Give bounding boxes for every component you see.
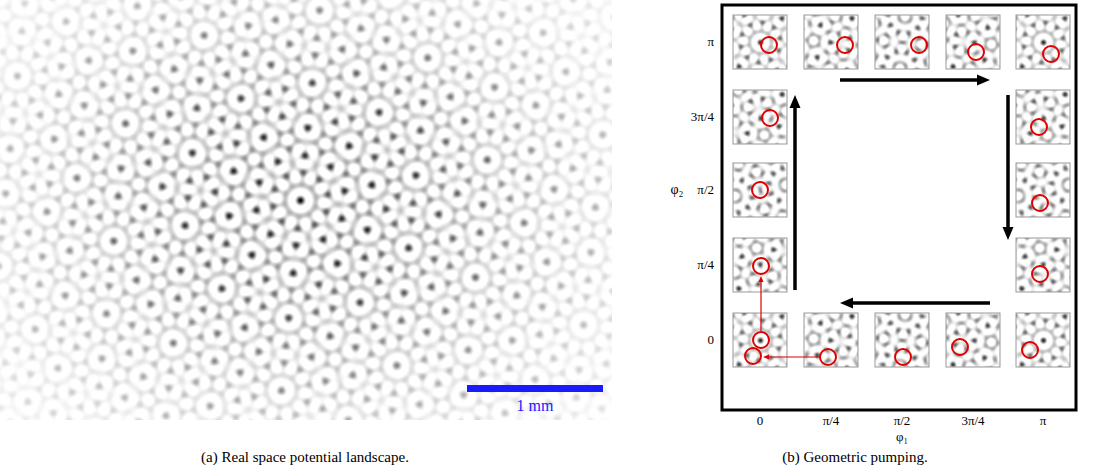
tracked-site (952, 339, 968, 355)
snapshot-image (804, 15, 858, 69)
snapshot-border (733, 90, 787, 144)
site-shift-arrow (759, 276, 764, 331)
cycle-arrow-head (790, 95, 801, 108)
snapshot-image (1016, 238, 1070, 292)
tracked-site (1032, 195, 1048, 211)
cycle-arrow-shaft (1006, 95, 1010, 227)
cycle-arrow-head (840, 298, 853, 309)
snapshot-border (733, 313, 787, 367)
site-shift-arrow-head (763, 355, 769, 360)
snapshot-border (804, 15, 858, 69)
snapshot-border (875, 15, 929, 69)
tick-label: 0 (757, 414, 764, 428)
tracked-site (1032, 266, 1048, 282)
tracked-site (753, 332, 769, 348)
snapshot-border (946, 313, 1000, 367)
site-shift-arrow-shaft (760, 282, 761, 331)
cycle-arrow-shaft (793, 108, 797, 290)
tick-label: 3π/4 (691, 110, 714, 124)
snapshot-image (804, 313, 858, 367)
subfigure-caption: (b) Geometric pumping. (782, 449, 927, 466)
tick-label: π (707, 35, 714, 49)
cycle-arrow (790, 95, 801, 290)
cycle-arrow (840, 298, 990, 309)
snapshot-image (946, 15, 1000, 69)
tracked-site (752, 182, 768, 198)
snapshot-image (733, 90, 787, 144)
snapshot-border (946, 15, 1000, 69)
tracked-site (1022, 342, 1038, 358)
tick-label: π/2 (697, 183, 714, 197)
tracked-site (968, 44, 984, 60)
tracked-site (837, 37, 853, 53)
tracked-site (745, 348, 761, 364)
snapshot-border (875, 313, 929, 367)
plot-frame (722, 5, 1076, 410)
site-shift-arrow-shaft (769, 356, 820, 357)
tracked-site (762, 110, 778, 126)
snapshot-border (733, 15, 787, 69)
snapshot-image (1016, 15, 1070, 69)
snapshot-image (1016, 313, 1070, 367)
tick-label: π (1040, 414, 1047, 428)
snapshot-border (804, 313, 858, 367)
potential-landscape (0, 0, 612, 420)
snapshot-border (1016, 163, 1070, 217)
snapshot-border (733, 163, 787, 217)
snapshot-image (733, 238, 787, 292)
snapshot-image (733, 163, 787, 217)
snapshot-image (1016, 163, 1070, 217)
tracked-site (911, 37, 927, 53)
snapshot-border (1016, 313, 1070, 367)
axis-label: φ₁ (896, 430, 908, 444)
cycle-arrow-head (977, 75, 990, 86)
cycle-arrow (840, 75, 990, 86)
scale-label: 1 mm (517, 397, 554, 415)
cycle-arrow-head (1003, 227, 1014, 240)
axis-label: φ₂ (671, 182, 684, 197)
snapshot-image (733, 313, 787, 367)
tracked-site (895, 349, 911, 365)
snapshot-image (875, 313, 929, 367)
site-shift-arrow-head (759, 276, 764, 282)
tracked-site (820, 349, 836, 365)
tracked-site (761, 37, 777, 53)
subfigure-caption: (a) Real space potential landscape. (201, 449, 409, 466)
snapshot-border (1016, 90, 1070, 144)
snapshot-border (1016, 238, 1070, 292)
tracked-site (1043, 46, 1059, 62)
snapshot-image (875, 15, 929, 69)
tick-label: π/4 (823, 414, 840, 428)
cycle-arrow-shaft (840, 78, 977, 82)
tick-label: 3π/4 (961, 414, 984, 428)
tracked-site (753, 258, 769, 274)
snapshot-image (733, 15, 787, 69)
tracked-site (1031, 119, 1047, 135)
site-shift-arrow (763, 355, 820, 360)
tick-label: π/4 (697, 258, 714, 272)
snapshot-image (1016, 90, 1070, 144)
scale-bar (467, 385, 603, 392)
tick-label: 0 (708, 333, 715, 347)
cycle-arrow-shaft (853, 301, 990, 305)
pump-snapshots (733, 15, 1070, 367)
snapshot-border (1016, 15, 1070, 69)
snapshot-image (946, 313, 1000, 367)
snapshot-border (733, 238, 787, 292)
cycle-arrow (1003, 95, 1014, 240)
tick-label: π/2 (894, 414, 911, 428)
